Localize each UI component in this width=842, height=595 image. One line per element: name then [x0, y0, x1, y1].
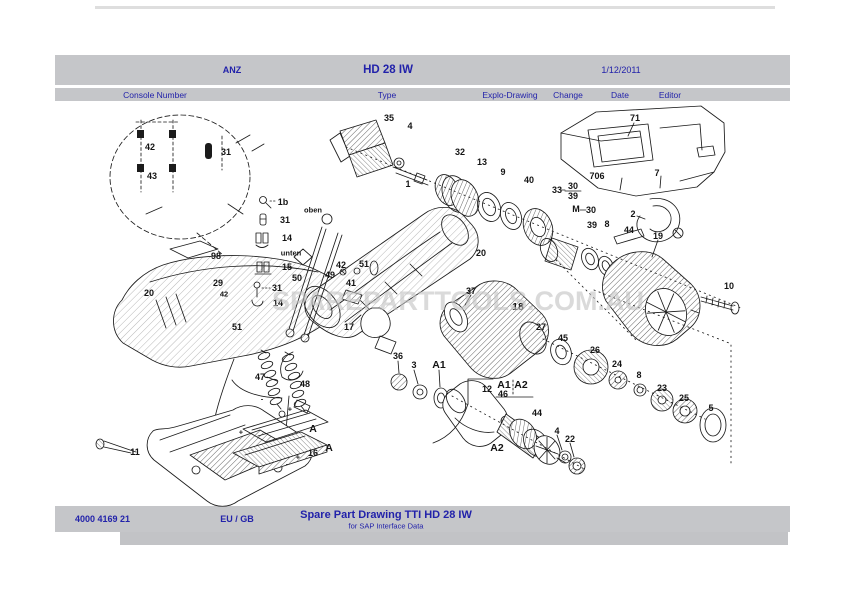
page-title: HD 28 IW: [363, 64, 413, 76]
header-date: 1/12/2011: [601, 65, 641, 75]
scan-artifact-bottom: [120, 532, 788, 545]
header-anz: ANZ: [222, 65, 242, 75]
footer-band: 4000 4169 21 EU / GB Spare Part Drawing …: [55, 506, 790, 532]
footer-title: Spare Part Drawing TTI HD 28 IW: [300, 509, 472, 521]
column-header: Console Number: [123, 89, 187, 100]
footer-region: EU / GB: [220, 514, 254, 524]
column-header: Date: [611, 89, 629, 100]
column-header: Explo-Drawing: [482, 89, 538, 100]
subheader-band: Console Number Type Explo-Drawing Change Dat…: [55, 88, 790, 101]
subheader-row: Console Number Type Explo-Drawing Change Dat…: [0, 88, 842, 101]
header-band: ANZ HD 28 IW 1/12/2011: [55, 55, 790, 85]
column-header: Editor: [658, 89, 682, 100]
footer-doc-number: 4000 4169 21: [75, 514, 131, 524]
footer-subtitle: for SAP Interface Data: [348, 521, 424, 531]
column-header: Change: [553, 89, 583, 100]
column-header: Type: [377, 89, 397, 100]
scan-artifact-top: [95, 6, 775, 9]
